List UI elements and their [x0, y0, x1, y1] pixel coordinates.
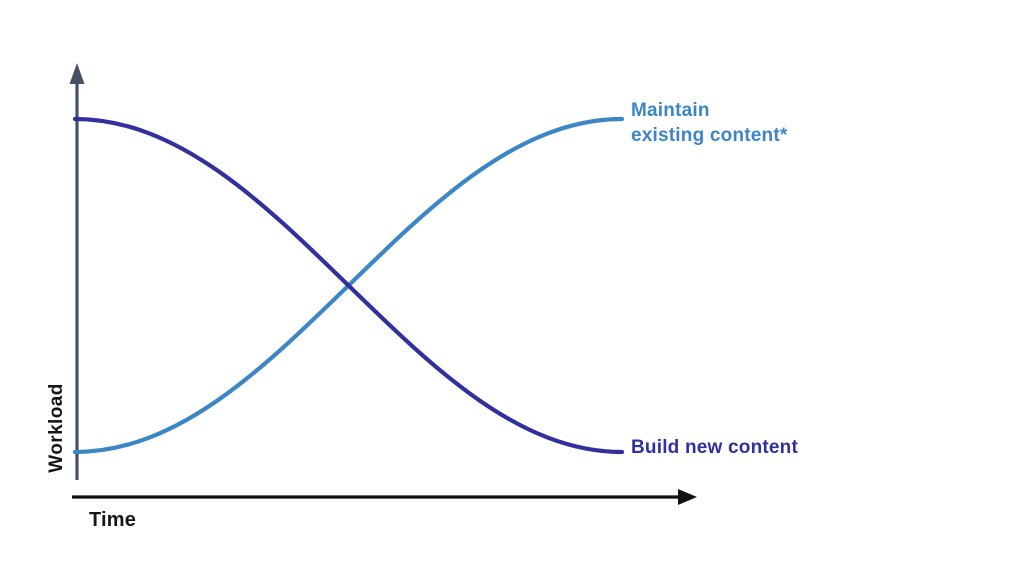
- y-axis-label: Workload: [46, 383, 67, 473]
- maintain-curve-label: Maintain existing content*: [631, 98, 787, 148]
- build-curve-label: Build new content: [631, 436, 798, 460]
- build-curve-label-text: Build new content: [631, 437, 799, 458]
- x-axis-label: Time: [89, 509, 137, 531]
- maintain-curve-label-line2: existing content*: [631, 125, 788, 146]
- build-new-content-curve: [72, 116, 625, 455]
- maintain-curve-label-line1: Maintain: [631, 100, 710, 121]
- y-axis-arrowhead-icon: [69, 63, 85, 84]
- x-axis-arrowhead-icon: [678, 489, 697, 505]
